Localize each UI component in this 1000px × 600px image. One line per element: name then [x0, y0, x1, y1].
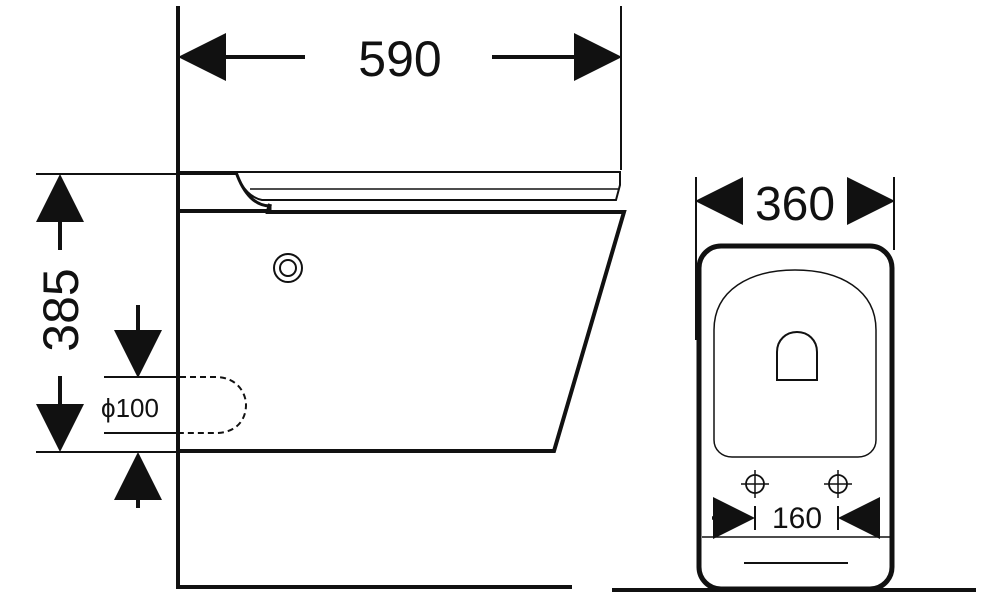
- fixing-hole-outer: [273, 253, 303, 283]
- height-dimension-label: 385: [33, 268, 89, 351]
- outlet-diameter-label: ϕ100: [101, 393, 159, 423]
- width-dimension-label: 590: [358, 31, 441, 87]
- seat-hinge-curve: [234, 171, 272, 212]
- bowl-opening: [776, 330, 818, 381]
- bolt-spacing-label: 160: [772, 502, 822, 535]
- fixing-hole-inner: [279, 259, 297, 277]
- bowl-body-outline: [178, 203, 627, 453]
- front-width-label: 360: [755, 178, 835, 231]
- bolt-hole-left: [741, 470, 769, 498]
- front-body-outline: [696, 243, 895, 592]
- side-view: [36, 6, 627, 589]
- bolt-hole-right: [824, 470, 852, 498]
- front-view: [612, 177, 976, 592]
- seat-lid-outline: [178, 171, 621, 201]
- front-seat-outline: [713, 269, 877, 458]
- outlet-dashed: [180, 376, 248, 434]
